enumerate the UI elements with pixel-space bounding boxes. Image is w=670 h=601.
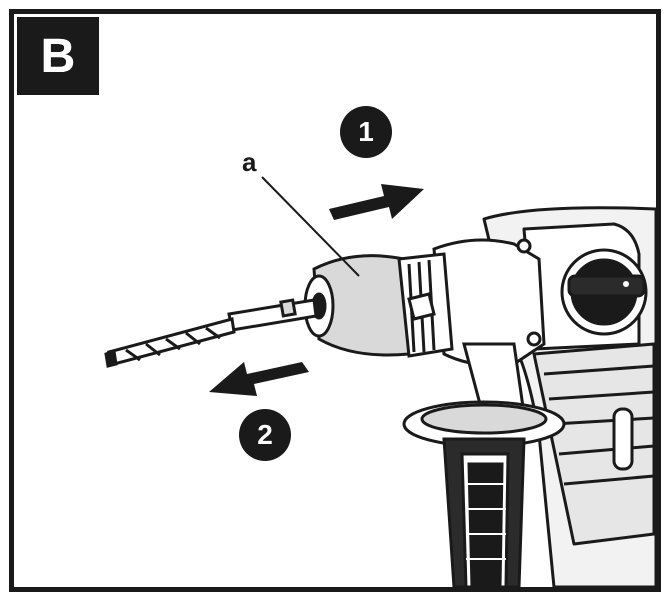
mode-selector-knob — [560, 248, 648, 336]
step-2-marker: 2 — [239, 409, 291, 461]
callout-a-leader — [261, 176, 360, 277]
callout-a: a — [242, 147, 257, 177]
arrow-insert-right — [329, 184, 424, 220]
rotary-hammer-illustration — [104, 176, 656, 587]
chuck — [303, 252, 454, 358]
side-handle — [402, 342, 566, 587]
panel-label-badge: B — [14, 14, 102, 98]
step-1-marker: 1 — [340, 106, 392, 158]
step-1-label: 1 — [358, 116, 374, 147]
drill-bit — [104, 298, 318, 368]
diagram-frame: B a 1 2 — [9, 9, 661, 592]
arrow-remove-left — [209, 362, 309, 396]
panel-label: B — [40, 29, 76, 83]
gear-housing — [432, 238, 546, 367]
step-2-label: 2 — [257, 419, 273, 450]
